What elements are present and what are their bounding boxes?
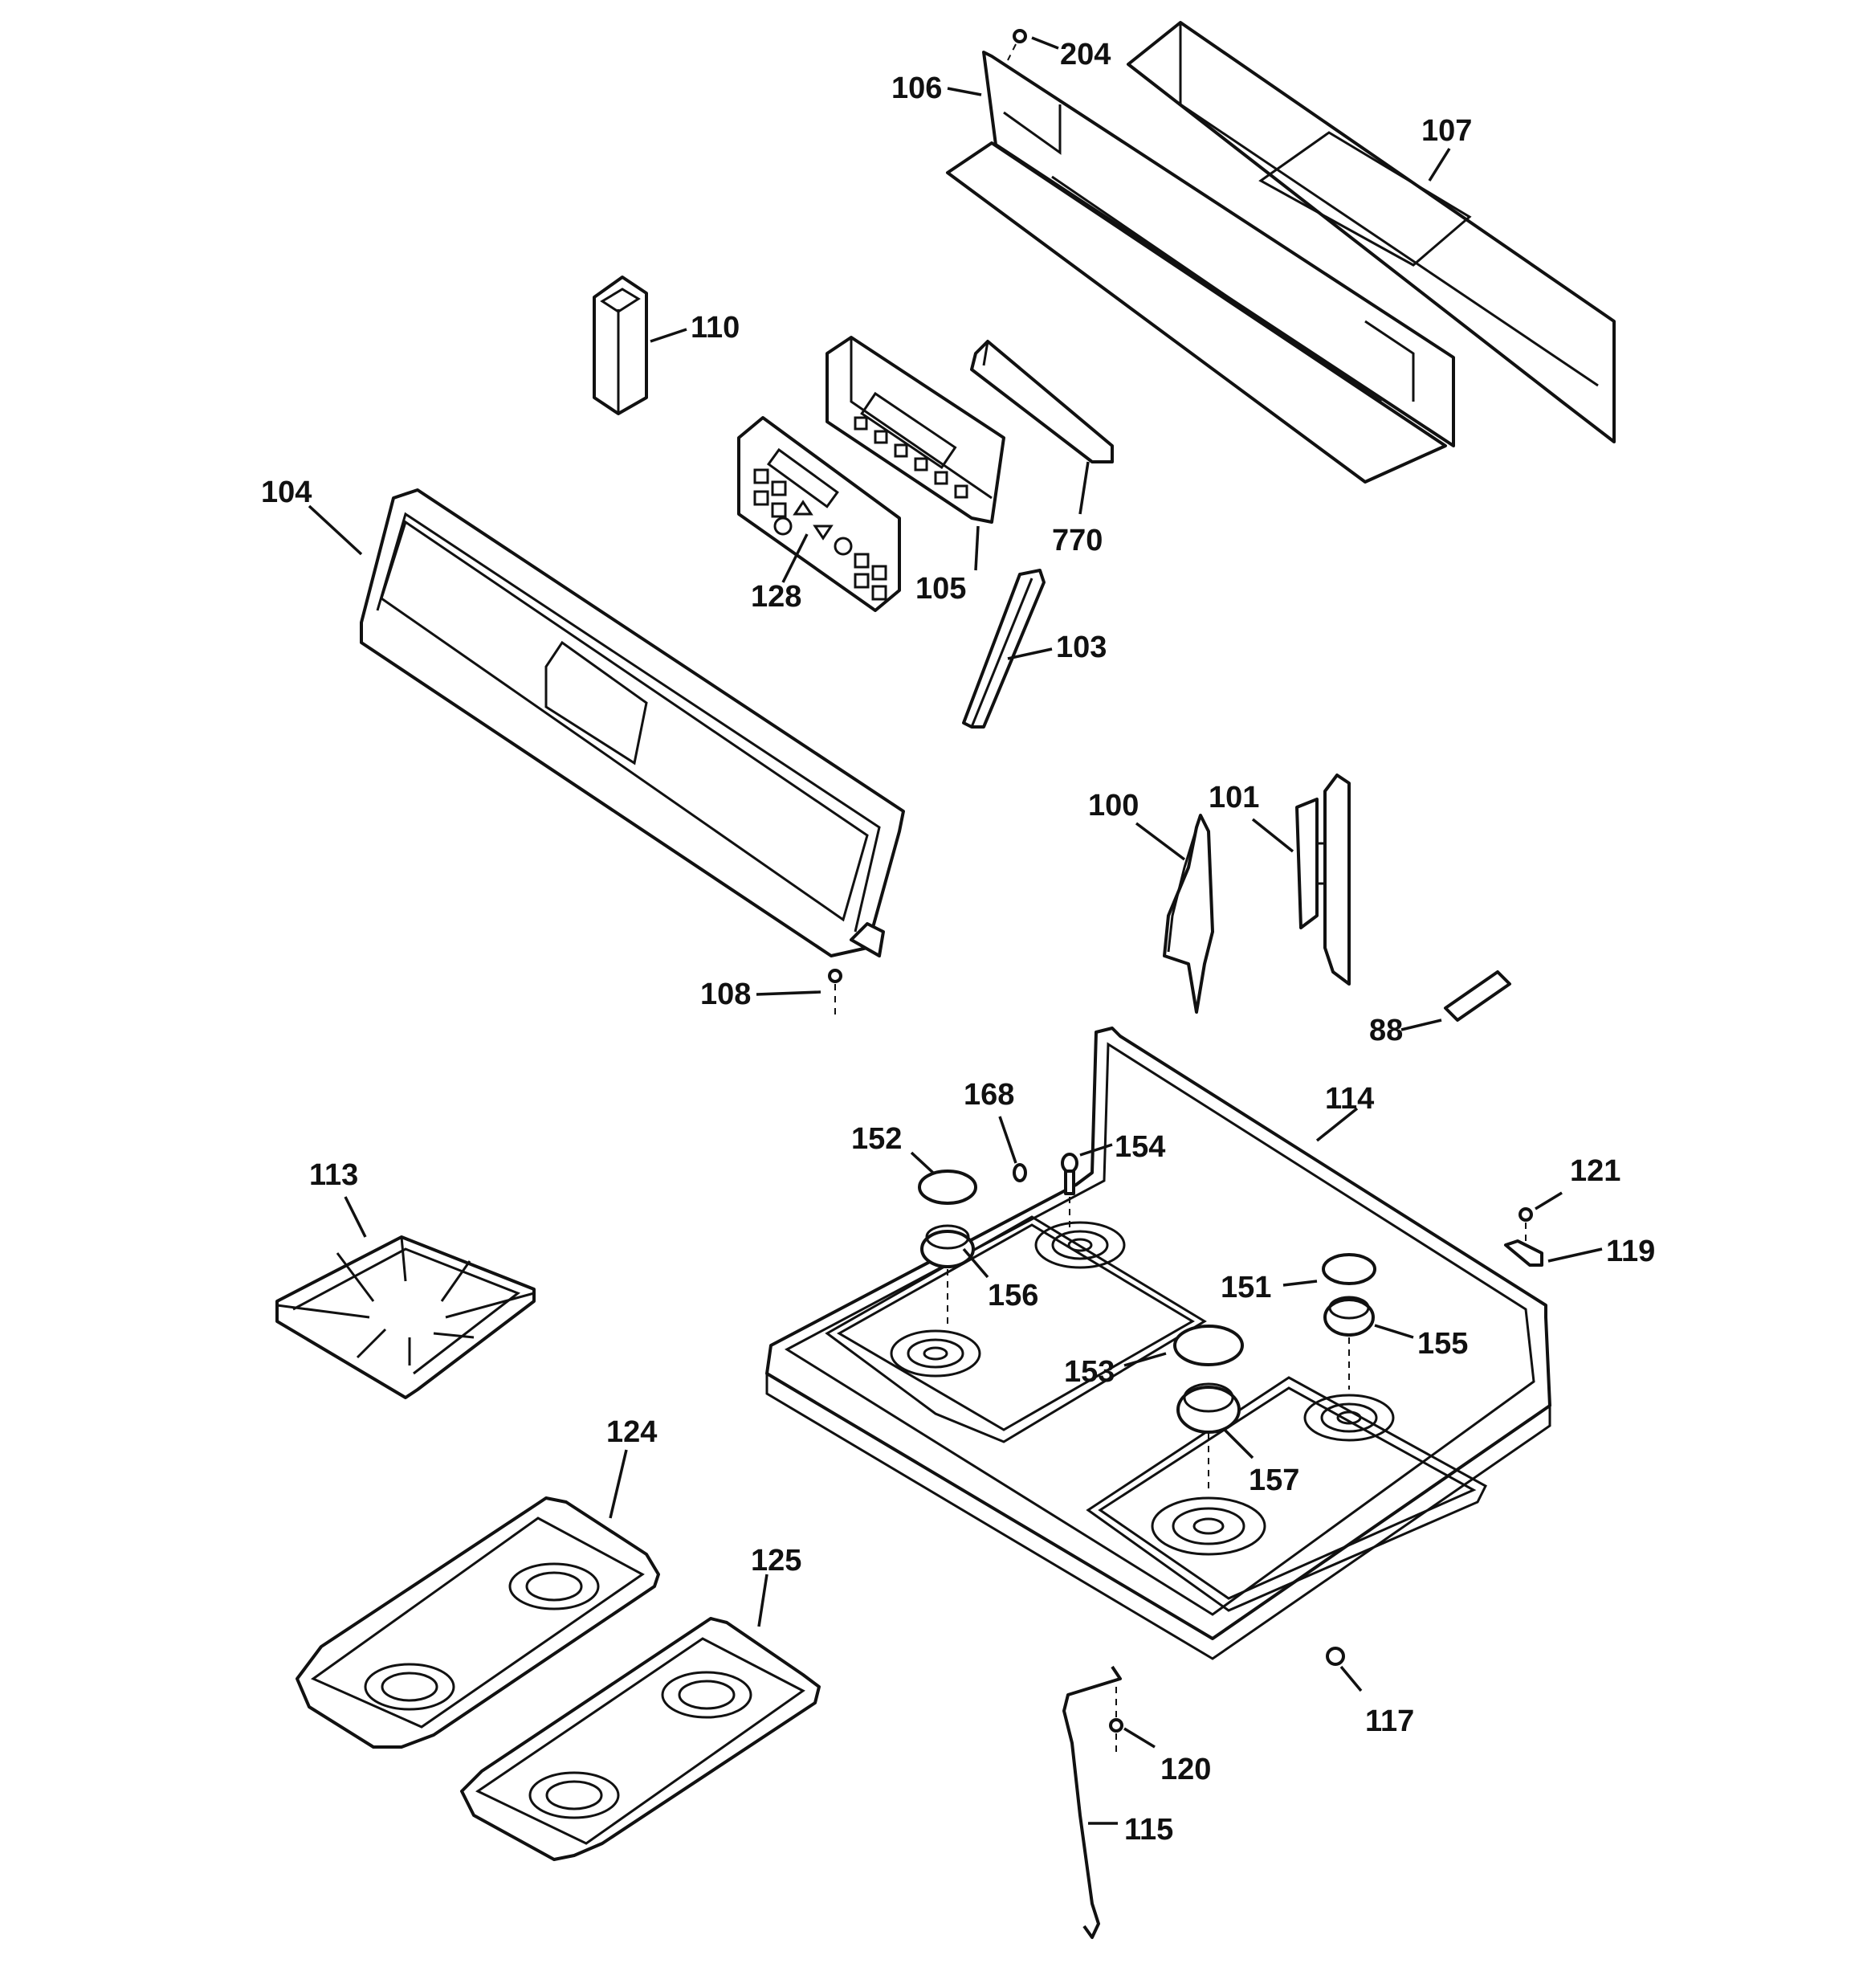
label-124: 124 (606, 1415, 657, 1449)
label-88: 88 (1369, 1014, 1403, 1047)
label-100: 100 (1088, 789, 1139, 823)
label-110: 110 (691, 311, 740, 345)
label-106: 106 (891, 71, 942, 105)
label-107: 107 (1421, 114, 1472, 148)
part-115-rod[interactable] (1062, 1665, 1122, 1939)
label-115: 115 (1124, 1813, 1173, 1847)
part-124-drip-pan[interactable] (296, 1496, 660, 1749)
part-770-bracket[interactable] (970, 340, 1114, 463)
label-151: 151 (1221, 1271, 1271, 1304)
label-153: 153 (1064, 1355, 1115, 1389)
label-108: 108 (700, 978, 751, 1011)
label-152: 152 (851, 1122, 902, 1156)
label-101: 101 (1209, 781, 1259, 814)
label-120: 120 (1160, 1753, 1211, 1786)
part-104-control-panel[interactable] (360, 488, 905, 957)
part-113-grate[interactable] (275, 1235, 536, 1399)
label-121: 121 (1570, 1154, 1620, 1188)
part-117-nut[interactable] (1326, 1647, 1345, 1666)
part-110-module[interactable] (593, 276, 648, 415)
label-155: 155 (1417, 1327, 1468, 1361)
label-104: 104 (261, 476, 312, 509)
label-770: 770 (1052, 524, 1103, 557)
label-125: 125 (751, 1544, 801, 1578)
part-119-bracket[interactable] (1504, 1239, 1543, 1267)
part-106-rear-panel[interactable] (946, 51, 1455, 484)
part-108-screw[interactable] (828, 969, 842, 1016)
part-120-screw[interactable] (1109, 1687, 1123, 1755)
part-88-clip[interactable] (1444, 970, 1511, 1022)
part-labels: 204 106 107 110 770 105 128 104 103 100 … (261, 38, 1655, 1847)
part-107-rear-cover[interactable] (1127, 21, 1616, 443)
part-153-burner-cap[interactable] (1173, 1325, 1244, 1366)
label-103: 103 (1056, 631, 1107, 664)
label-168: 168 (964, 1078, 1014, 1112)
part-156-burner-head[interactable] (920, 1224, 975, 1325)
part-100-side-trim[interactable] (1163, 814, 1214, 1014)
part-105-control-board[interactable] (826, 336, 1005, 524)
part-151-burner-cap[interactable] (1322, 1253, 1376, 1285)
label-119: 119 (1606, 1235, 1655, 1268)
part-128-touchpad-overlay[interactable] (737, 416, 901, 612)
label-128: 128 (751, 580, 801, 614)
label-154: 154 (1115, 1130, 1165, 1164)
part-204-screw[interactable] (1007, 29, 1027, 61)
label-105: 105 (915, 572, 966, 606)
label-117: 117 (1365, 1704, 1414, 1738)
part-121-screw[interactable] (1519, 1207, 1533, 1253)
part-157-burner-head[interactable] (1176, 1382, 1241, 1494)
part-154-igniter[interactable] (1061, 1153, 1078, 1229)
part-101-bracket[interactable] (1295, 774, 1351, 986)
leader-lines (308, 36, 1603, 1825)
label-204: 204 (1060, 38, 1111, 71)
label-113: 113 (309, 1158, 358, 1192)
part-103-side-bracket[interactable] (962, 569, 1046, 729)
part-155-burner-head[interactable] (1323, 1296, 1375, 1390)
part-125-drip-pan[interactable] (460, 1617, 821, 1861)
label-114: 114 (1325, 1082, 1374, 1116)
label-156: 156 (988, 1279, 1038, 1312)
label-157: 157 (1249, 1463, 1299, 1497)
part-168-igniter-clip[interactable] (1013, 1163, 1027, 1182)
part-114-cooktop[interactable] (765, 1027, 1551, 1660)
part-152-burner-cap[interactable] (918, 1170, 977, 1205)
